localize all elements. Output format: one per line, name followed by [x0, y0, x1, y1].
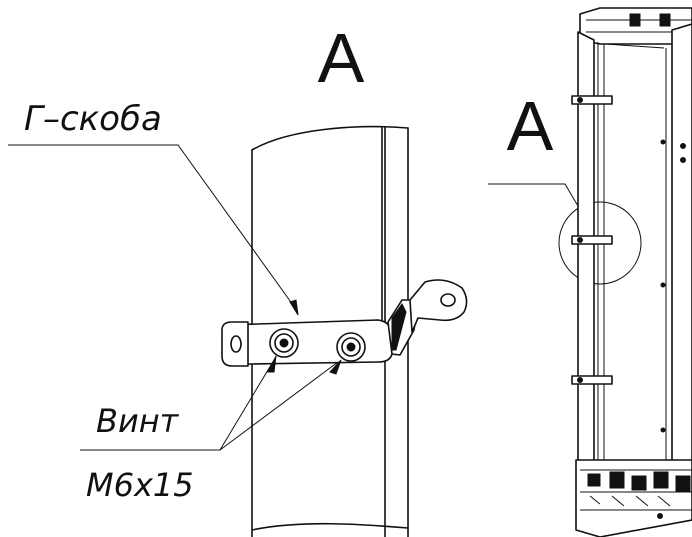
view-letter: A [507, 87, 554, 165]
bracket-leader [8, 144, 299, 316]
hole-5 [660, 427, 666, 433]
screw-leader-arrow-1 [267, 355, 277, 373]
g-bracket [221, 279, 468, 367]
detail-circle [558, 201, 642, 285]
post-bottom-break [251, 522, 409, 531]
screw-2-socket [346, 342, 356, 352]
frame-bottom-parts [587, 471, 691, 493]
bracket-bend-shade [391, 303, 407, 351]
detail-letter: A [318, 19, 365, 97]
post-top-break [251, 125, 409, 151]
frame-bottom-details [589, 495, 671, 507]
frame-bracket-2-screw [577, 237, 583, 243]
frame-bracket-3-screw [577, 377, 583, 383]
frame-right-holes [660, 139, 686, 433]
bracket-leader-arrow [289, 299, 299, 316]
bracket-left-hole [230, 335, 242, 353]
frame-bracket-1-screw [577, 97, 583, 103]
frame-inner-edges [605, 43, 665, 467]
detail-view: A [8, 19, 468, 537]
screw-leader-line-2 [219, 361, 339, 451]
view-leader-line [488, 183, 579, 207]
screw-size-label: М6x15 [86, 466, 194, 504]
frame-bottom-hole [657, 513, 663, 519]
frame [571, 7, 692, 537]
bracket-upper-ear [409, 279, 468, 333]
hole-4 [660, 282, 666, 288]
frame-left-rail-lines [597, 42, 605, 468]
screw-leader-arrow-2 [329, 359, 342, 375]
screw-2 [336, 332, 366, 362]
hole-3 [680, 157, 686, 163]
screw-name-label: Винт [96, 402, 180, 440]
frame-bottom-lines [580, 469, 692, 511]
bracket-label: Г–скоба [24, 99, 162, 139]
screw-leader [80, 355, 342, 451]
hole-2 [680, 143, 686, 149]
hole-1 [660, 139, 666, 145]
frame-right-rail [671, 23, 692, 471]
screw-1-socket [279, 338, 289, 348]
frame-top-holes [629, 13, 671, 27]
bracket-leader-line [8, 144, 299, 313]
screw-1 [269, 328, 299, 358]
bracket-upper-hole [440, 293, 456, 307]
frame-brackets [571, 95, 613, 385]
bracket-plate [225, 319, 393, 366]
overall-view: A [488, 7, 692, 537]
